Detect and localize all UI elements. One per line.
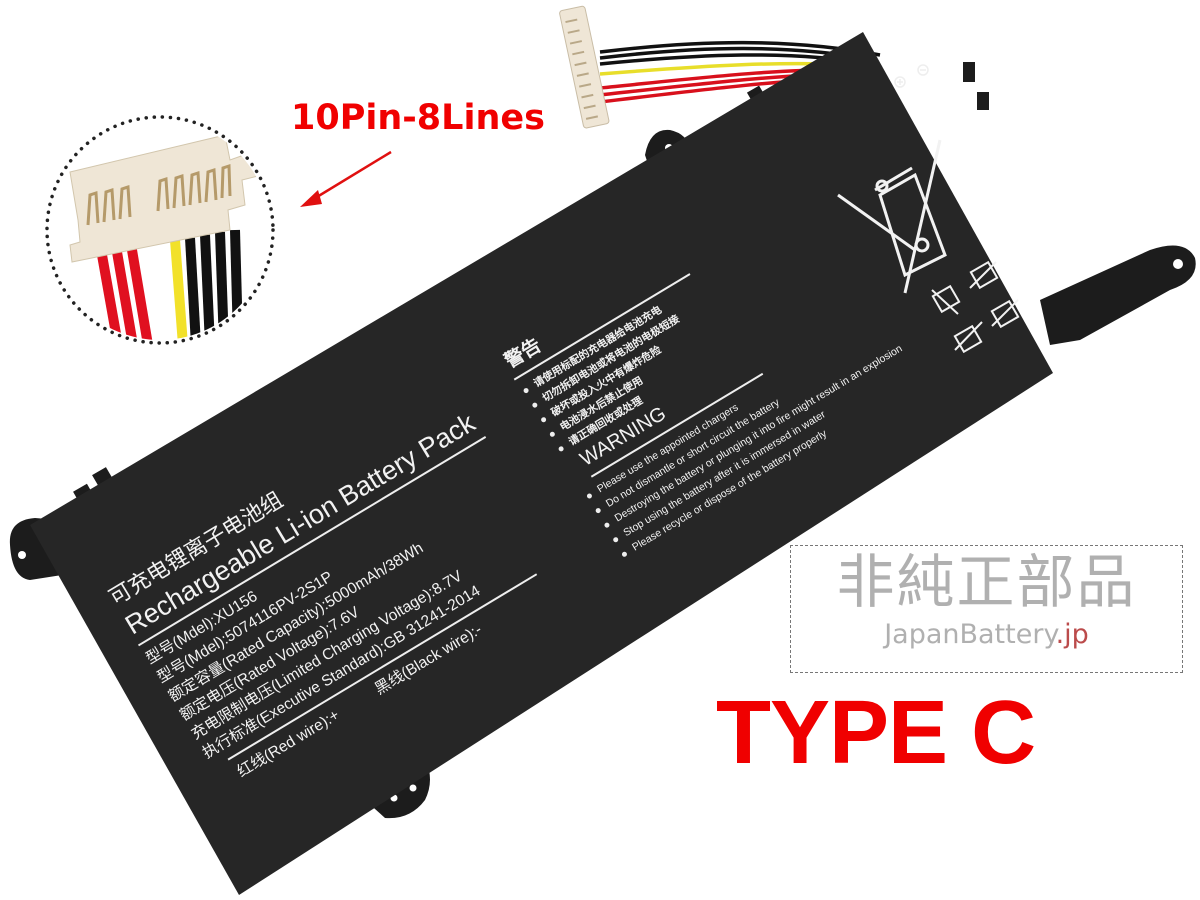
watermark-en-main: JapanBattery xyxy=(884,619,1056,650)
polarity-icons xyxy=(894,64,929,88)
type-label: TYPE C xyxy=(716,683,1036,783)
crossed-bin-icon xyxy=(837,139,947,294)
pin-count-callout: 10Pin-8Lines xyxy=(291,98,545,138)
callout-arrow xyxy=(300,150,392,207)
connector-zoom-inset xyxy=(45,115,275,345)
no-disassemble-icons xyxy=(931,260,1020,354)
watermark: 非純正部品 JapanBattery.jp xyxy=(790,545,1183,673)
battery-connector xyxy=(559,5,610,129)
watermark-en-suffix: .jp xyxy=(1055,619,1089,650)
watermark-en: JapanBattery.jp xyxy=(791,618,1182,652)
battery-wires xyxy=(599,40,881,104)
battery-body xyxy=(30,32,1053,895)
watermark-cn: 非純正部品 xyxy=(836,548,1137,616)
